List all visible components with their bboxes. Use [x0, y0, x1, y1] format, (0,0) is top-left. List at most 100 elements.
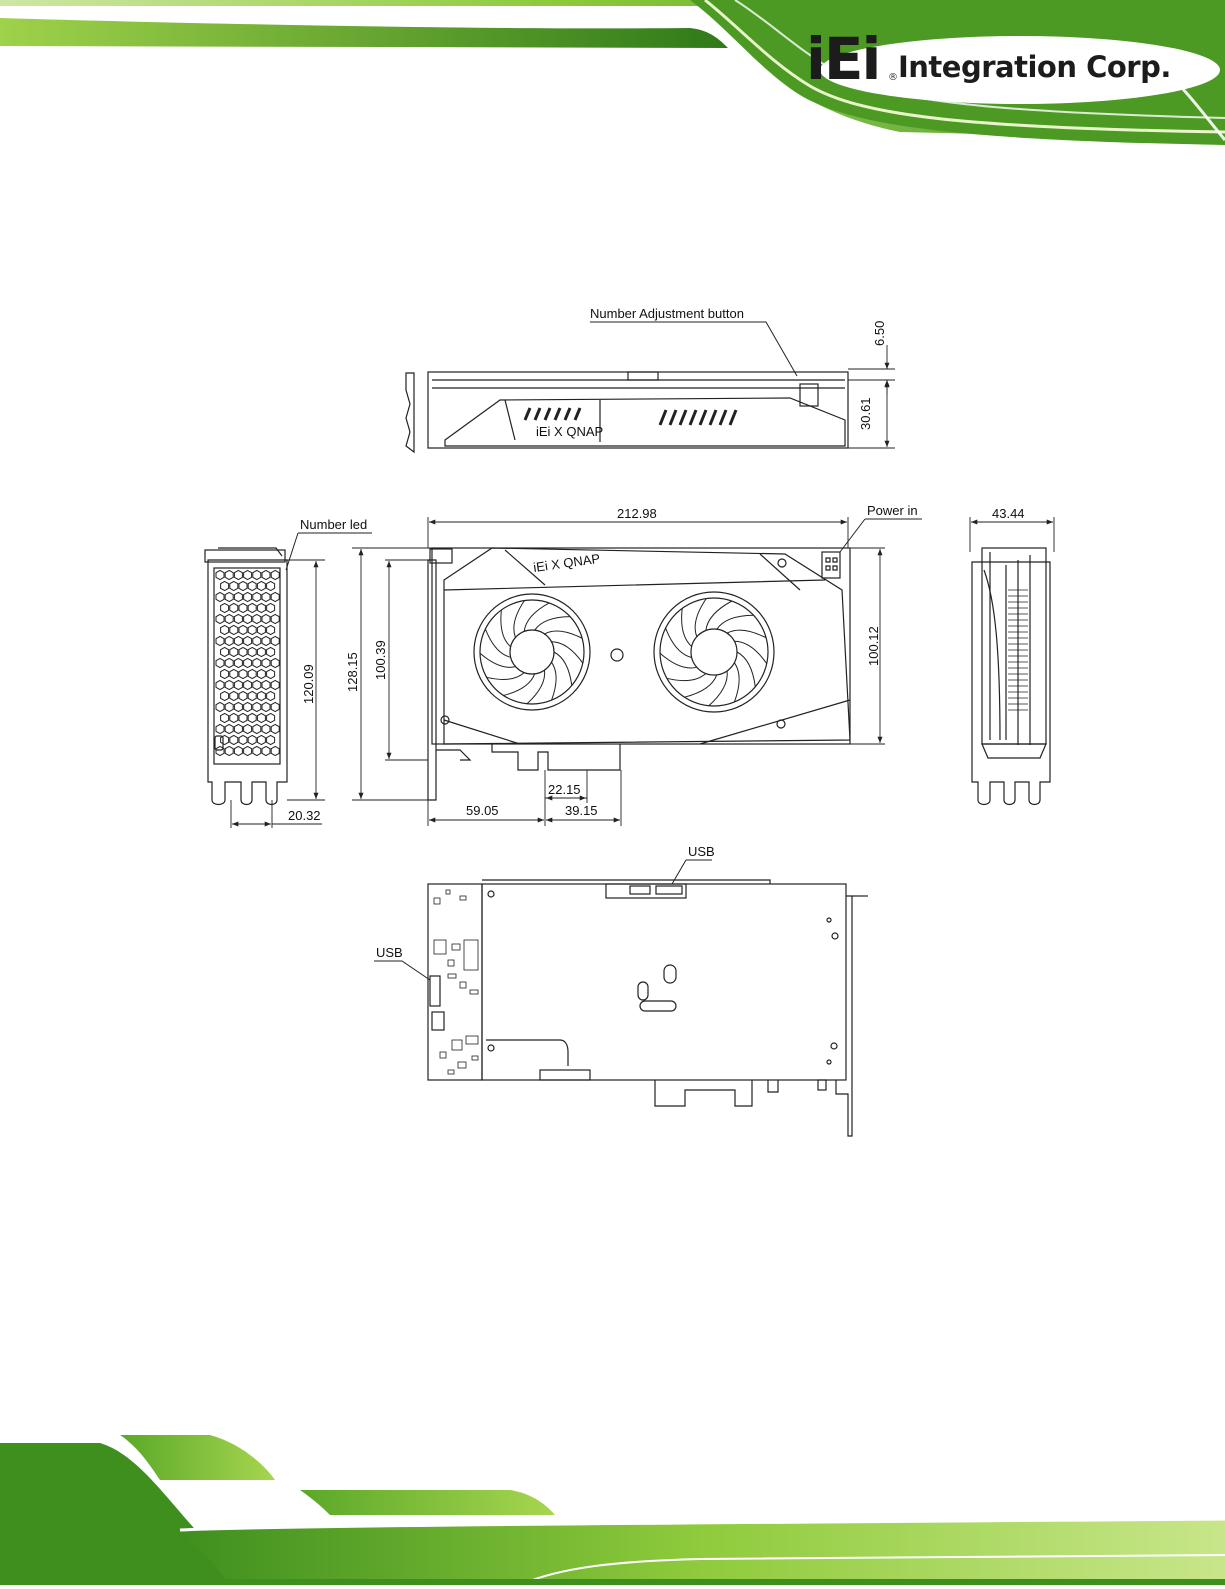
hex-vent — [234, 680, 242, 689]
dim-bracket-width: 20.32 — [288, 808, 321, 823]
hex-vent — [239, 669, 247, 678]
hex-vent — [230, 581, 238, 590]
hex-vent — [234, 702, 242, 711]
leader-number-adjustment — [590, 322, 797, 376]
hex-vent — [244, 724, 252, 733]
side-view-bracket — [972, 562, 1050, 805]
hex-vent — [225, 592, 233, 601]
hex-vent — [239, 691, 247, 700]
hex-vent — [239, 625, 247, 634]
front-view-shroud — [444, 548, 850, 744]
top-view-bracket — [406, 373, 414, 452]
hex-vent — [225, 746, 233, 755]
dim-front-cooler-height: 100.12 — [866, 626, 881, 666]
hex-vent — [271, 570, 279, 579]
hex-vent — [239, 603, 247, 612]
hex-vent — [267, 603, 275, 612]
dim-front-length: 212.98 — [617, 506, 657, 521]
hex-vent — [267, 735, 275, 744]
hex-vent — [216, 702, 224, 711]
hex-vent — [262, 614, 270, 623]
hex-vent — [253, 614, 261, 623]
hex-vent — [257, 625, 265, 634]
hex-vent — [271, 680, 279, 689]
hex-vent — [216, 680, 224, 689]
dim-top-height: 30.61 — [858, 397, 873, 430]
leader-number-led — [286, 533, 372, 570]
fan-blade — [737, 652, 755, 687]
hex-vent — [216, 592, 224, 601]
hex-vent — [221, 647, 229, 656]
front-view — [428, 548, 850, 800]
dim-bracket-height: 120.09 — [301, 664, 316, 704]
hex-vent — [262, 724, 270, 733]
fan-blade — [684, 675, 716, 697]
top-view — [406, 372, 848, 452]
hex-vent — [234, 658, 242, 667]
hex-vent — [244, 636, 252, 645]
hex-vent — [225, 636, 233, 645]
hex-vent — [253, 746, 261, 755]
hex-vent — [244, 658, 252, 667]
hex-vent — [248, 647, 256, 656]
bottom-view-bracket — [836, 896, 852, 1136]
hex-vent — [221, 691, 229, 700]
hex-vent — [216, 570, 224, 579]
hex-vent — [234, 614, 242, 623]
hex-vent — [239, 581, 247, 590]
hex-vent — [253, 636, 261, 645]
dim-front-bracket-height: 100.39 — [373, 640, 388, 680]
hex-vent — [230, 735, 238, 744]
hex-vent — [225, 680, 233, 689]
front-view-fan-right — [654, 592, 774, 712]
hex-vent — [257, 603, 265, 612]
hex-vent — [262, 746, 270, 755]
hex-vent — [230, 691, 238, 700]
hex-vent — [262, 592, 270, 601]
dim-side-width: 43.44 — [992, 506, 1025, 521]
hex-vent — [221, 735, 229, 744]
dim-connector-length: 39.15 — [565, 803, 598, 818]
hex-vent — [267, 669, 275, 678]
fan-blade — [682, 608, 692, 646]
hex-vent — [239, 647, 247, 656]
hex-vent — [248, 669, 256, 678]
fan-blade — [487, 673, 525, 680]
fan-blade — [734, 641, 766, 663]
hex-vent — [244, 680, 252, 689]
label-usb-left: USB — [376, 945, 403, 960]
fan-blade — [501, 610, 511, 647]
hex-vent — [267, 647, 275, 656]
hex-vent — [257, 691, 265, 700]
hex-vent — [225, 658, 233, 667]
hex-vent — [230, 603, 238, 612]
bracket-outline — [208, 560, 287, 805]
hex-vent — [234, 636, 242, 645]
hex-vent — [262, 658, 270, 667]
leader-power-in — [840, 519, 922, 552]
hex-vent — [253, 658, 261, 667]
hex-vent — [248, 625, 256, 634]
dim-front-full-height: 128.15 — [345, 652, 360, 692]
hex-vent — [239, 713, 247, 722]
hex-vent — [225, 724, 233, 733]
top-view-shroud — [445, 398, 845, 446]
fan-blade — [535, 617, 570, 631]
side-view-dimensions — [970, 517, 1054, 552]
bracket-hex-vents — [216, 570, 279, 755]
front-view-power-connector — [822, 552, 840, 578]
hex-vent — [271, 636, 279, 645]
bracket-view — [205, 548, 287, 805]
hex-vent — [221, 713, 229, 722]
hex-vent — [267, 713, 275, 722]
hex-vent — [234, 746, 242, 755]
top-view-vents — [525, 408, 736, 425]
fan-blade — [709, 671, 727, 706]
hex-vent — [216, 636, 224, 645]
front-view-pcie-connector — [492, 744, 620, 770]
hex-vent — [271, 702, 279, 711]
fan-blade — [727, 630, 766, 638]
hex-vent — [225, 614, 233, 623]
hex-vent — [271, 746, 279, 755]
fan-blade — [552, 662, 557, 700]
